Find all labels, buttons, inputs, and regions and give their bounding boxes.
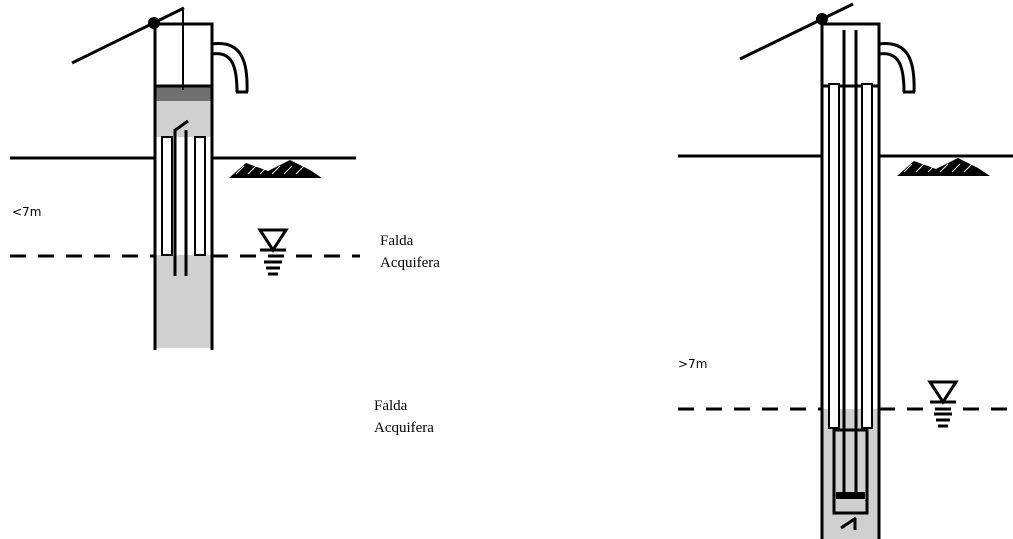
- right-well: [678, 2, 1013, 539]
- caption-line: Acquifera: [380, 255, 440, 271]
- left-piston: [155, 86, 212, 101]
- caption-line: Acquifera: [374, 420, 434, 436]
- left-spout: [211, 52, 239, 93]
- right-pump-head: [820, 22, 881, 88]
- left-well: [10, 6, 360, 350]
- right-inner-box: [828, 83, 840, 429]
- left-spout: [211, 42, 249, 93]
- right-depth-label: >7m: [678, 357, 708, 371]
- left-inner-box: [161, 136, 173, 256]
- right-aquifer-caption: Falda Acquifera: [374, 395, 434, 439]
- right-water-table-symbol: [927, 380, 959, 428]
- left-handle-pivot: [148, 17, 160, 29]
- right-inner-box: [861, 83, 873, 429]
- left-pump-cylinder: [155, 101, 212, 137]
- left-check-valve: [173, 119, 189, 133]
- right-soil-hatch: [897, 158, 990, 176]
- caption-line: Falda: [380, 233, 414, 249]
- right-handle-pivot: [816, 13, 828, 25]
- left-depth-label: <7m: [12, 205, 42, 219]
- left-water-column: [155, 255, 212, 348]
- left-soil-hatch: [229, 160, 322, 178]
- right-pump-handle: [739, 2, 854, 61]
- left-inner-box: [194, 136, 206, 256]
- caption-line: Falda: [374, 398, 408, 414]
- right-submersible-pump: [832, 428, 869, 515]
- right-submersible-piston: [836, 492, 865, 499]
- left-aquifer-caption: Falda Acquifera: [380, 230, 440, 274]
- right-spout: [878, 52, 906, 93]
- right-spout: [878, 42, 916, 93]
- left-water-table-symbol: [257, 228, 289, 276]
- left-pump-handle: [71, 6, 185, 65]
